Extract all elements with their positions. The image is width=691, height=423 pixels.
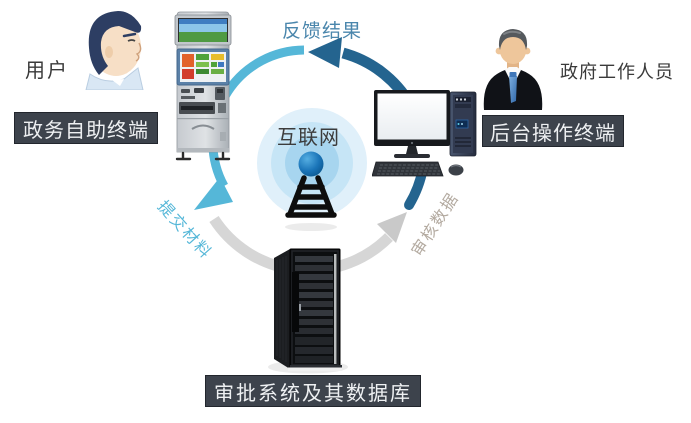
backend-label-box: 后台操作终端 (482, 115, 624, 147)
internet-label: 互联网 (277, 127, 340, 149)
flow-label-feedback: 反馈结果 (282, 21, 363, 42)
user-label: 用户 (25, 60, 69, 82)
user-profile-face-icon (85, 11, 144, 90)
self-service-kiosk-icon (174, 11, 232, 161)
businessman-avatar-icon (483, 29, 543, 110)
wireless-antenna-icon (257, 108, 367, 231)
staff-label: 政府工作人员 (560, 62, 674, 82)
server-label-box: 审批系统及其数据库 (205, 375, 421, 407)
desktop-computer-icon (372, 90, 477, 177)
server-rack-icon (268, 248, 348, 374)
kiosk-label-box: 政务自助终端 (14, 112, 158, 144)
